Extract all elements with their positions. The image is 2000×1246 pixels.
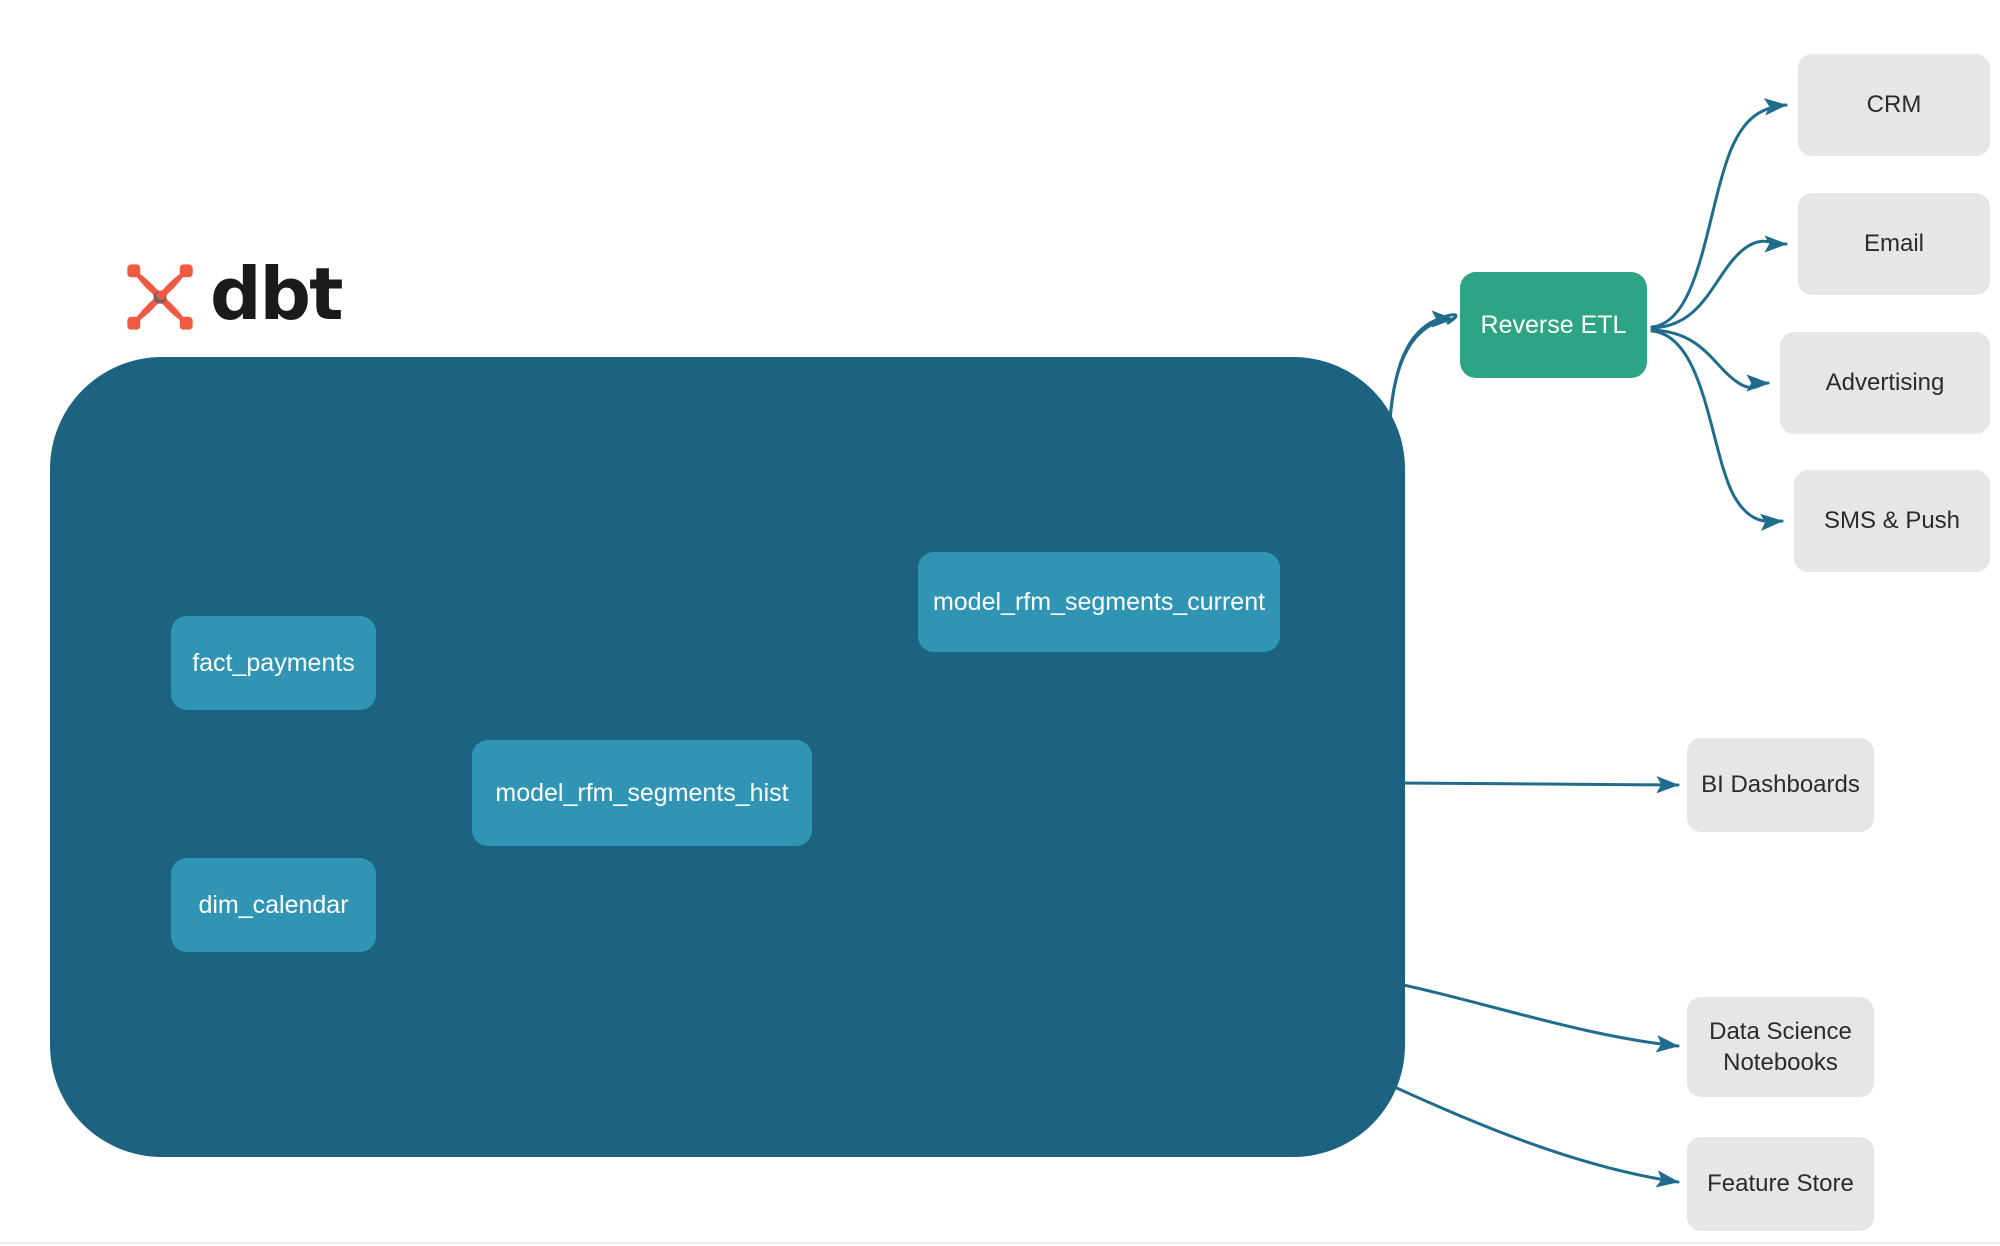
node-label-line-2: Notebooks: [1723, 1049, 1838, 1076]
node-label: model_rfm_segments_hist: [495, 778, 789, 807]
dbt-logo: dbt: [122, 252, 362, 342]
edge-hist-to-bi_dashboards: [1394, 776, 1680, 794]
edge-reverse_etl-to-crm: [1650, 98, 1788, 329]
node-reverse-etl[interactable]: Reverse ETL: [1460, 272, 1647, 378]
node-label: fact_payments: [192, 648, 355, 677]
edge-hist-to-ds_notebooks: [1378, 978, 1680, 1053]
node-model-rfm-segments-current[interactable]: model_rfm_segments_current: [918, 552, 1280, 652]
footer-divider: [0, 1242, 2000, 1244]
node-label: Reverse ETL: [1480, 310, 1627, 339]
node-label: Data Science Notebooks: [1709, 1016, 1852, 1078]
node-feature-store[interactable]: Feature Store: [1687, 1137, 1874, 1231]
node-label-line-1: Data Science: [1709, 1017, 1852, 1045]
node-label: dim_calendar: [198, 890, 349, 919]
node-label: Feature Store: [1707, 1170, 1854, 1198]
node-advertising[interactable]: Advertising: [1780, 332, 1990, 434]
node-dim-calendar[interactable]: dim_calendar: [171, 858, 376, 952]
edge-reverse_etl-to-email: [1650, 235, 1788, 330]
node-email[interactable]: Email: [1798, 193, 1990, 295]
node-sms-and-push[interactable]: SMS & Push: [1794, 470, 1990, 572]
node-fact-payments[interactable]: fact_payments: [171, 616, 376, 710]
edge-current-to-reverse-etl: [1388, 313, 1458, 422]
edge-reverse-etl-inbound-arrow: [1388, 310, 1455, 422]
node-data-science-notebooks[interactable]: Data Science Notebooks: [1687, 997, 1874, 1097]
dbt-wordmark: dbt: [210, 252, 343, 336]
node-label: SMS & Push: [1823, 507, 1961, 535]
edge-reverse_etl-to-advertising: [1650, 328, 1770, 392]
dbt-mark-icon: [127, 264, 193, 330]
node-crm[interactable]: CRM: [1798, 54, 1990, 156]
edge-reverse_etl-to-sms_push: [1650, 329, 1784, 532]
node-label: Email: [1863, 230, 1924, 258]
node-label: BI Dashboards: [1701, 771, 1860, 799]
node-model-rfm-segments-hist[interactable]: model_rfm_segments_hist: [472, 740, 812, 846]
node-label: model_rfm_segments_current: [932, 587, 1266, 616]
node-label: CRM: [1866, 91, 1922, 119]
node-label: Advertising: [1825, 369, 1945, 397]
node-bi-dashboards[interactable]: BI Dashboards: [1687, 738, 1874, 832]
